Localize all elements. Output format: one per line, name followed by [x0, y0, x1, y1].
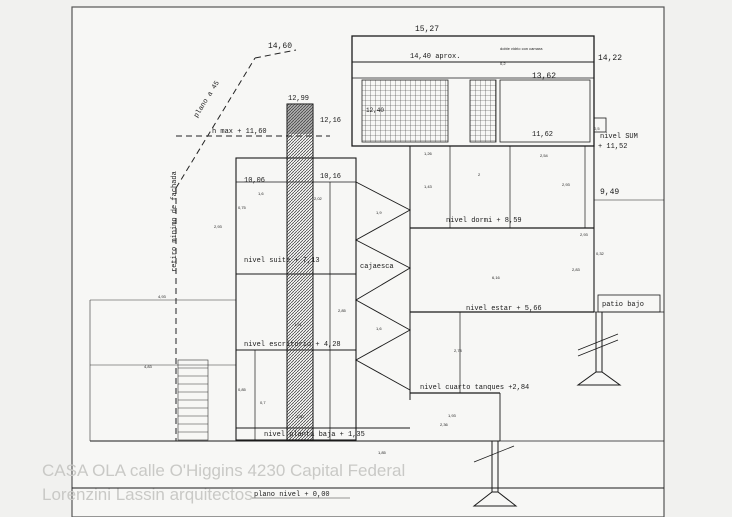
level-plano-nivel: plano nivel + 0,00 [254, 491, 330, 499]
level-planta-baja: nivel planta baja + 1,35 [264, 431, 365, 439]
level-dormi: nivel dormi + 8,59 [446, 217, 522, 225]
level-estar: nivel estar + 5,66 [466, 305, 542, 313]
dim-upper-left: 12,16 [320, 117, 341, 125]
label-doble-vidrio: doble vidrio con camara [500, 46, 543, 51]
small-dimension-label: 2,83 [572, 267, 581, 272]
shaft-top [287, 104, 313, 134]
level-escritorio: nivel escritorio + 4,28 [244, 341, 341, 349]
small-dimension-label: 2,93 [580, 232, 589, 237]
exterior-stair [177, 359, 209, 441]
dim-shaft-top: 12,99 [288, 95, 309, 103]
level-suite: nivel suite + 7,13 [244, 257, 320, 265]
small-dimension-label: 1,85 [378, 450, 387, 455]
dim-mid-center: 10,16 [320, 173, 341, 181]
foundation-piles [472, 312, 622, 507]
small-dimension-label: 2,93 [214, 224, 223, 229]
dim-top-width: 15,27 [415, 25, 439, 34]
plane-45-lines [175, 49, 330, 441]
small-dimension-label: 1,9 [376, 210, 382, 215]
label-patio-bajo: patio bajo [602, 301, 644, 309]
dim-window-left: 12,40 [366, 107, 384, 114]
window-right-frame [499, 79, 591, 143]
small-dimension-label: 2,02 [314, 196, 323, 201]
level-sum: nivel SUM [600, 133, 638, 141]
dim-window-right: 11,62 [532, 131, 553, 139]
level-cuarto-tanques: nivel cuarto tanques +2,84 [420, 384, 529, 392]
label-cajaesca: cajaesca [360, 263, 394, 271]
small-dimension-label: 0,75 [238, 205, 247, 210]
small-dimension-labels: 1,26 2,54 1,43 2,93 2 2,02 1,6 1,9 2,93 0,75 6,16 4… [144, 61, 605, 455]
small-dimension-label: 0,7 [260, 400, 266, 405]
small-dimension-label: 4,93 [158, 294, 167, 299]
small-dimension-label: 1,6 [376, 326, 382, 331]
elevator-shaft [286, 103, 314, 441]
small-dimension-label: 2 [478, 172, 481, 177]
small-dimension-label: 0,5 [594, 126, 600, 131]
small-dimension-label: 1,6 [258, 191, 264, 196]
dim-approx-width: 14,40 aprox. [410, 53, 460, 61]
dim-top-right: 14,22 [598, 54, 622, 63]
dim-mid-left: 10,06 [244, 177, 265, 185]
small-dimension-label: 1,26 [424, 151, 433, 156]
small-dimension-label: 2,78 [454, 348, 463, 353]
small-dimension-label: 2,54 [540, 153, 549, 158]
label-retiro: retiro minimo de fachada [171, 171, 179, 272]
small-dimension-label: 2,85 [338, 308, 347, 313]
small-dimension-label: 0,2 [500, 61, 506, 66]
footer-text: CASA OLA calle O'Higgins 4230 Capital Fe… [42, 461, 405, 480]
window-grid-left [361, 79, 449, 143]
small-dimension-label: 1,91 [294, 322, 303, 327]
footer-text-2: Lorenzini Lassin arquitectos [42, 485, 253, 504]
dim-side-right: 9,49 [600, 188, 619, 197]
dim-upper-right: 13,62 [532, 72, 556, 81]
small-dimension-label: 4,83 [144, 364, 153, 369]
dim-left-peak: 14,60 [268, 42, 292, 51]
small-dimension-label: 6,16 [492, 275, 501, 280]
small-dimension-label: 2,36 [440, 422, 449, 427]
level-h-max: h max + 11,60 [212, 128, 267, 136]
window-grid-right [469, 79, 497, 143]
stair-lines [355, 181, 411, 391]
level-sum-value: + 11,52 [598, 143, 627, 151]
small-dimension-label: 2,93 [562, 182, 571, 187]
small-dimension-label: 0,85 [238, 387, 247, 392]
small-dimension-label: 1,93 [448, 413, 457, 418]
small-dimension-label: 1,50 [296, 414, 305, 419]
small-dimension-label: 0,32 [596, 251, 605, 256]
small-dimension-label: 1,43 [424, 184, 433, 189]
ground-lines [72, 299, 664, 489]
